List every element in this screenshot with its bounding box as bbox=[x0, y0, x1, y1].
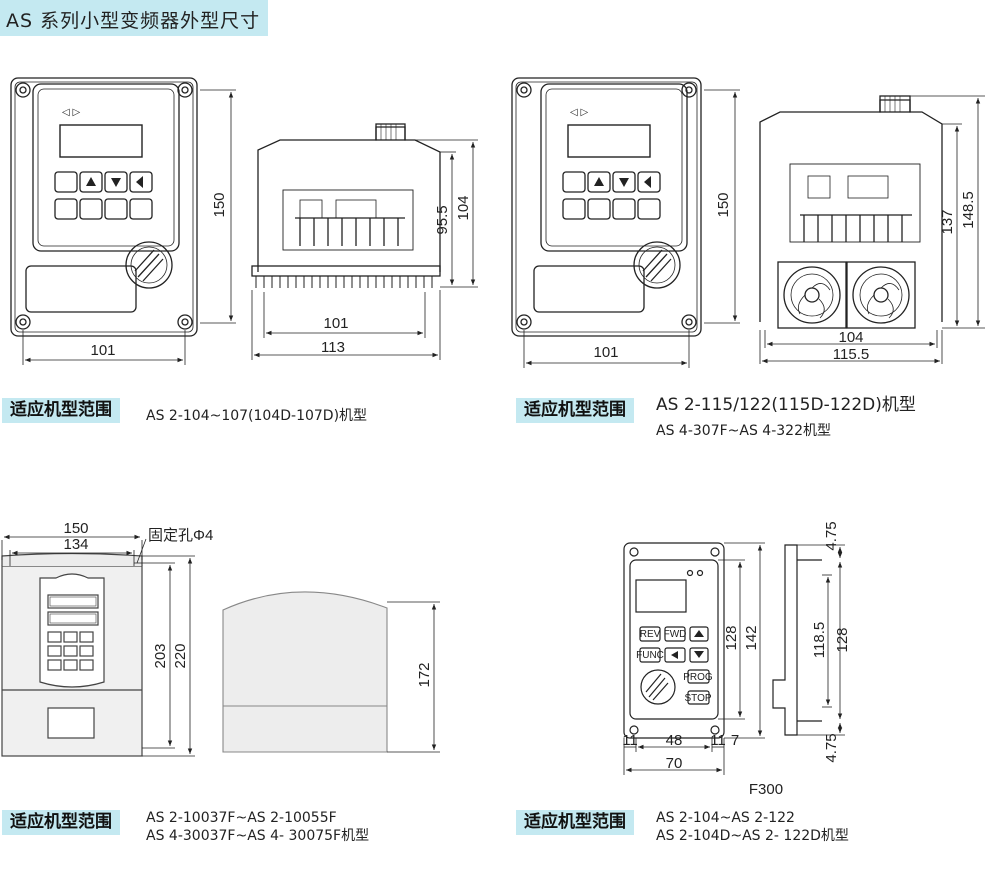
dim-side-h2-2: 148.5 bbox=[960, 191, 977, 229]
dim-w-outer-3: 150 bbox=[63, 520, 88, 537]
dim-h-outer-4: 142 bbox=[743, 625, 760, 650]
dim-side-w2-2: 115.5 bbox=[833, 346, 869, 363]
model-line: AS 2-115/122(115D-122D)机型 bbox=[656, 395, 916, 415]
model-line: AS 2-104~107(104D-107D)机型 bbox=[146, 408, 368, 424]
dim-front-height-2: 150 bbox=[715, 192, 732, 217]
key-rev: REV bbox=[640, 629, 661, 640]
model-title-f300: F300 bbox=[749, 781, 783, 798]
drawing-front-4 bbox=[623, 542, 725, 739]
dim-front-height-1: 150 bbox=[211, 192, 228, 217]
model-line: AS 4-30037F~AS 4- 30075F机型 bbox=[146, 828, 370, 844]
range-block-1: 适应机型范围 bbox=[2, 398, 120, 423]
dim-lines-side-3 bbox=[387, 601, 440, 753]
range-block-4: 适应机型范围 bbox=[516, 810, 634, 835]
dim-lines-side-2 bbox=[759, 95, 985, 364]
dim-lines-1 bbox=[22, 89, 236, 365]
dim-side-h1-2: 137 bbox=[939, 209, 956, 234]
svg-text:◁ ▷: ◁ ▷ bbox=[62, 107, 80, 118]
dim-lines-2 bbox=[523, 89, 740, 368]
drawing-front-2: ◁ ▷ bbox=[511, 77, 702, 337]
dim-side-h-3: 172 bbox=[416, 662, 433, 687]
dim-front-width-1: 101 bbox=[90, 342, 115, 359]
key-fwd: FWD bbox=[664, 629, 687, 640]
drawing-front-1: ◁ ▷ bbox=[10, 77, 198, 337]
dim-h-bottom-4: 4.75 bbox=[823, 733, 840, 762]
dim-lines-3 bbox=[1, 534, 195, 757]
dim-side-w2-1: 113 bbox=[321, 339, 345, 356]
hole-label: 固定孔Φ4 bbox=[148, 527, 213, 544]
key-stop: STOP bbox=[684, 693, 711, 704]
dim-side-h1-1: 95.5 bbox=[434, 205, 451, 234]
drawing-side-1 bbox=[251, 123, 441, 288]
dim-side-h2-1: 104 bbox=[455, 195, 472, 220]
dim-side-w1-1: 101 bbox=[323, 315, 348, 332]
page-title: AS 系列小型变频器外型尺寸 bbox=[6, 10, 261, 32]
dim-h-top-4: 4.75 bbox=[823, 521, 840, 550]
key-prog: PROG bbox=[683, 672, 713, 683]
key-func: FUNC bbox=[636, 650, 664, 661]
drawing-front-3 bbox=[1, 552, 143, 757]
model-line: AS 2-10037F~AS 2-10055F bbox=[146, 810, 337, 826]
dim-h-side-4: 128 bbox=[834, 627, 851, 652]
dim-w-inner-3: 134 bbox=[63, 536, 88, 553]
drawing-side-3 bbox=[222, 591, 388, 753]
dim-lines-4 bbox=[623, 542, 845, 775]
model-line: AS 2-104~AS 2-122 bbox=[656, 810, 795, 826]
section-header: AS 系列小型变频器外型尺寸 bbox=[0, 0, 268, 36]
dim-h-panel-4: 128 bbox=[723, 625, 740, 650]
drawing-side-2 bbox=[759, 95, 943, 329]
range-label: 适应机型范围 bbox=[516, 810, 634, 835]
range-label: 适应机型范围 bbox=[516, 398, 634, 423]
svg-text:◁ ▷: ◁ ▷ bbox=[570, 107, 588, 118]
dim-front-width-2: 101 bbox=[593, 344, 618, 361]
range-block-3: 适应机型范围 bbox=[2, 810, 120, 835]
dim-h-inner-3: 203 bbox=[152, 643, 169, 668]
range-label: 适应机型范围 bbox=[2, 398, 120, 423]
dim-w-total-4: 70 bbox=[666, 755, 683, 772]
dim-lines-side-1 bbox=[251, 139, 478, 360]
range-block-2: 适应机型范围 bbox=[516, 398, 634, 423]
range-label: 适应机型范围 bbox=[2, 810, 120, 835]
dim-h-outer-3: 220 bbox=[172, 643, 189, 668]
dim-gap-4: 7 bbox=[731, 732, 739, 749]
model-line: AS 4-307F~AS 4-322机型 bbox=[656, 423, 831, 439]
dim-w-mid-4: 48 bbox=[666, 732, 683, 749]
dim-w-left-4: 11 bbox=[622, 732, 638, 749]
dim-h-inner-4: 118.5 bbox=[811, 622, 828, 658]
dim-side-w1-2: 104 bbox=[838, 329, 863, 346]
model-line: AS 2-104D~AS 2- 122D机型 bbox=[656, 828, 849, 844]
drawing-side-4 bbox=[772, 544, 822, 736]
dim-w-right-4: 11 bbox=[710, 732, 726, 749]
